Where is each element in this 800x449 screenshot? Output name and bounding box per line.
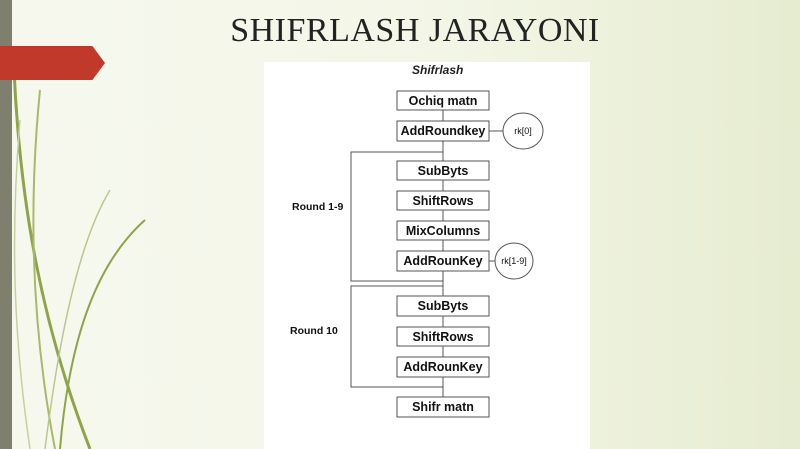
step-shiftrows-round: ShiftRows [396, 190, 490, 211]
grass-decoration-icon [12, 69, 146, 449]
round-key-0: rk[0] [502, 112, 544, 150]
svg-text:Ochiq matn: Ochiq matn [409, 94, 478, 108]
round-1-9-bracket [350, 151, 443, 282]
step-addroundkey-final: AddRounKey [396, 356, 490, 378]
svg-text:AddRounKey: AddRounKey [403, 360, 482, 374]
red-arrow-decoration [0, 46, 105, 80]
round-1-9-label: Round 1-9 [292, 201, 343, 213]
round-key-1-9: rk[1-9] [494, 242, 534, 280]
step-shiftrows-final: ShiftRows [396, 326, 490, 347]
step-addroundkey-initial: AddRoundkey [396, 120, 490, 142]
left-decor-strip [0, 0, 12, 449]
encryption-flowchart: Shifrlash Round 1-9 Round 10 Ochiq matn … [290, 63, 544, 418]
slide-title: SHIFRLASH JARAYONI [230, 12, 600, 49]
svg-text:MixColumns: MixColumns [406, 224, 480, 238]
step-ciphertext: Shifr matn [396, 396, 490, 418]
step-addroundkey-round: AddRounKey [396, 250, 490, 272]
svg-text:rk[1-9]: rk[1-9] [501, 256, 527, 266]
svg-text:SubByts: SubByts [418, 164, 469, 178]
svg-text:AddRoundkey: AddRoundkey [401, 124, 486, 138]
step-subbytes-round: SubByts [396, 160, 490, 181]
svg-text:SubByts: SubByts [418, 299, 469, 313]
svg-text:rk[0]: rk[0] [514, 126, 532, 136]
diagram-panel: Shifrlash Round 1-9 Round 10 Ochiq matn … [264, 62, 590, 449]
svg-text:AddRounKey: AddRounKey [403, 254, 482, 268]
svg-text:Shifr matn: Shifr matn [412, 400, 474, 414]
round-10-label: Round 10 [290, 325, 338, 337]
round-10-bracket [350, 285, 443, 388]
diagram-heading: Shifrlash [412, 63, 463, 77]
step-mixcolumns: MixColumns [396, 220, 490, 241]
step-plaintext: Ochiq matn [396, 90, 490, 111]
step-subbytes-final: SubByts [396, 295, 490, 317]
svg-text:ShiftRows: ShiftRows [412, 330, 473, 344]
svg-text:ShiftRows: ShiftRows [412, 194, 473, 208]
